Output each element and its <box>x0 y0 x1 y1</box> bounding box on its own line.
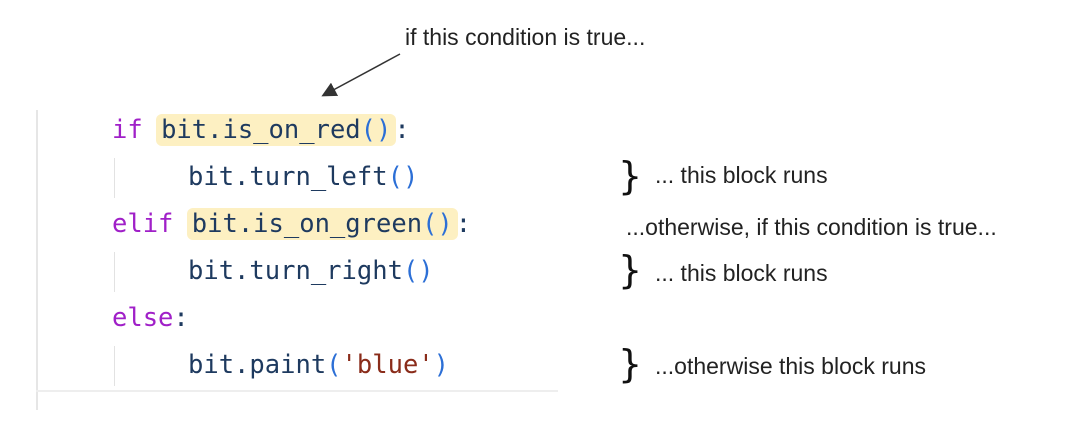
block1-annotation: ... this block runs <box>655 162 828 188</box>
paren-close: ) <box>376 115 392 145</box>
string-blue: 'blue' <box>341 350 434 380</box>
call-turn-left: bit.turn_left <box>188 162 388 192</box>
condition-highlight-green: bit.is_on_green() <box>186 208 458 240</box>
brace-icon: } <box>618 154 643 198</box>
paren-open: ( <box>422 209 438 239</box>
keyword-elif: elif <box>112 209 189 239</box>
brace-icon: } <box>618 248 643 292</box>
paren-open: ( <box>326 350 342 380</box>
call-paint: bit.paint <box>188 350 327 380</box>
brace-icon: } <box>618 342 643 386</box>
condition-is-on-green: bit.is_on_green <box>191 209 423 239</box>
code-editor <box>36 100 558 410</box>
colon: : <box>455 209 472 239</box>
keyword-else: else <box>112 303 174 333</box>
gutter-line <box>36 110 38 410</box>
call-turn-right: bit.turn_right <box>188 256 403 286</box>
colon: : <box>394 115 410 145</box>
code-line-paint: bit.paint('blue') <box>188 348 449 382</box>
indent-guide <box>114 252 115 292</box>
code-line-elif: elif bit.is_on_green(): <box>112 207 471 241</box>
block2-annotation: ... this block runs <box>655 260 828 286</box>
code-line-else: else: <box>112 301 189 335</box>
code-line-if: if bit.is_on_red(): <box>112 113 410 147</box>
paren-close: ) <box>437 209 453 239</box>
condition-true-annotation: if this condition is true... <box>405 24 646 50</box>
colon: : <box>173 303 189 333</box>
indent-guide <box>114 346 115 386</box>
code-line-turn-right: bit.turn_right() <box>188 254 434 288</box>
condition-highlight-red: bit.is_on_red() <box>156 114 397 146</box>
condition-is-on-red: bit.is_on_red <box>161 115 361 145</box>
code-line-turn-left: bit.turn_left() <box>188 160 418 194</box>
paren-close: ) <box>433 350 450 380</box>
editor-bottom-border <box>36 390 558 392</box>
otherwise-condition-annotation: ...otherwise, if this condition is true.… <box>626 214 997 240</box>
arrow-line <box>321 53 401 97</box>
paren-close: ) <box>402 162 419 192</box>
paren-close: ) <box>418 256 434 286</box>
paren-open: ( <box>387 162 403 192</box>
indent-guide <box>114 158 115 198</box>
paren-open: ( <box>360 115 377 145</box>
block3-annotation: ...otherwise this block runs <box>655 353 927 379</box>
keyword-if: if <box>112 115 159 145</box>
paren-open: ( <box>402 256 419 286</box>
